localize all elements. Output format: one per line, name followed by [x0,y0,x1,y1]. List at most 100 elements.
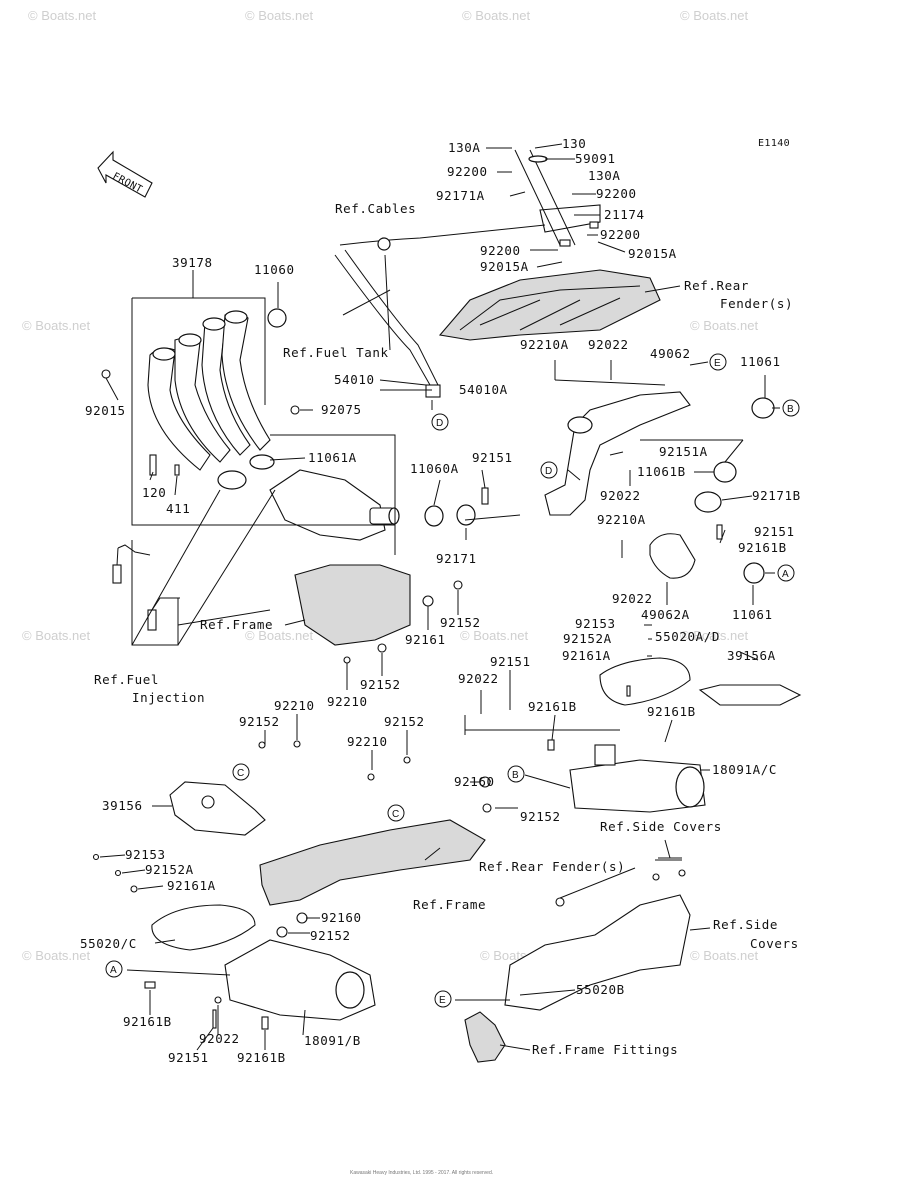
ref-circle-B-top: B [782,399,800,417]
part-label: 130A [588,168,621,183]
collector-pipe [269,469,489,541]
part-label: 92210 [327,694,368,709]
frame-bracket-upper [294,564,463,664]
frame-fittings [464,1011,506,1063]
part-label: 92161B [237,1050,286,1065]
part-label: 92152 [239,714,280,729]
part-label: 11061 [732,607,773,622]
svg-text:E: E [714,358,721,369]
part-label: 92161A [167,878,216,893]
part-label: 92151 [754,524,795,539]
ref-circle-B-mid: B [507,765,525,783]
part-label: 92210 [347,734,388,749]
part-label: 39178 [172,255,213,270]
part-label: 130A [448,140,481,155]
part-label: 11061 [740,354,781,369]
part-label: 92200 [447,164,488,179]
part-label: 92022 [612,591,653,606]
ref-circle-A-right: A [777,564,795,582]
watermark: © Boats.net [680,628,749,643]
part-label: 92161 [405,632,446,647]
part-label: 49062A [641,607,690,622]
part-label: 11061B [637,464,686,479]
part-label: 92153 [125,847,166,862]
ref-circle-E-bottom: E [434,990,452,1008]
ref-circle-C-left: C [232,763,250,781]
part-label: 92161B [123,1014,172,1029]
part-label: Covers [750,936,799,951]
muffler-right [464,715,706,813]
part-label: 92022 [458,671,499,686]
part-label: 92200 [596,186,637,201]
part-label: 92151 [168,1050,209,1065]
part-label: 92200 [480,243,521,258]
part-label: 92015A [480,259,529,274]
part-label: 92171 [436,551,477,566]
svg-text:B: B [787,404,794,415]
part-label: 18091/B [304,1033,361,1048]
part-label: 120 [142,485,166,500]
heat-guard-55020A [599,657,802,706]
side-covers [504,859,691,1011]
part-label: 21174 [604,207,645,222]
part-label: Ref.Frame [200,617,273,632]
part-label: Ref.Side [713,917,778,932]
part-label: 92171A [436,188,485,203]
part-label: 92152A [145,862,194,877]
lower-frame-bracket [259,819,486,938]
watermark: © Boats.net [680,8,749,23]
ref-circle-A-left: A [105,960,123,978]
part-label: 92161B [528,699,577,714]
part-label: 92022 [588,337,629,352]
part-label: Ref.Rear [684,278,749,293]
part-label: 92160 [454,774,495,789]
part-label: 92152 [310,928,351,943]
part-label: 92152 [384,714,425,729]
leader-lines [99,143,780,1051]
part-label: 92152 [520,809,561,824]
part-label: 411 [166,501,190,516]
part-label: 54010 [334,372,375,387]
part-label: Ref.Fuel Tank [283,345,389,360]
part-label: 55020B [576,982,625,997]
watermark: © Boats.net [22,948,91,963]
part-label: 92151 [490,654,531,669]
part-label: 55020/C [80,936,137,951]
part-label: 11061A [308,450,357,465]
bracket-21174 [514,149,601,247]
part-label: Ref.Frame Fittings [532,1042,678,1057]
ref-circle-D-right: D [540,461,558,479]
ref-circle-D-mid: D [431,413,449,431]
part-label: 11060A [410,461,459,476]
part-label: Ref.Frame [413,897,486,912]
ref-circle-E-top: E [709,353,727,371]
part-label: 92152 [440,615,481,630]
part-label: 39156 [102,798,143,813]
part-label: Fender(s) [720,296,793,311]
watermark: © Boats.net [245,8,314,23]
part-label: 92152 [360,677,401,692]
svg-text:A: A [782,569,789,580]
part-label: 92022 [600,488,641,503]
part-label: 92160 [321,910,362,925]
part-label: 92152A [563,631,612,646]
heat-shield-39156 [169,740,411,836]
part-label: 92151 [472,450,513,465]
svg-text:D: D [545,466,552,477]
watermark: © Boats.net [462,8,531,23]
part-label: 54010A [459,382,508,397]
part-label: 92210A [520,337,569,352]
part-label: 92022 [199,1031,240,1046]
part-label: 92153 [575,616,616,631]
part-label: 92161B [647,704,696,719]
part-label: 92075 [321,402,362,417]
part-label: 11060 [254,262,295,277]
cables [334,224,546,398]
header-pipes [101,308,300,490]
footer-copyright: Kawasaki Heavy Industries, Ltd. 1995 - 2… [350,1170,493,1176]
part-label: 92171B [752,488,801,503]
part-label: 92210A [597,512,646,527]
mid-pipe-49062 [544,391,775,584]
svg-text:D: D [436,418,443,429]
watermark: © Boats.net [690,948,759,963]
